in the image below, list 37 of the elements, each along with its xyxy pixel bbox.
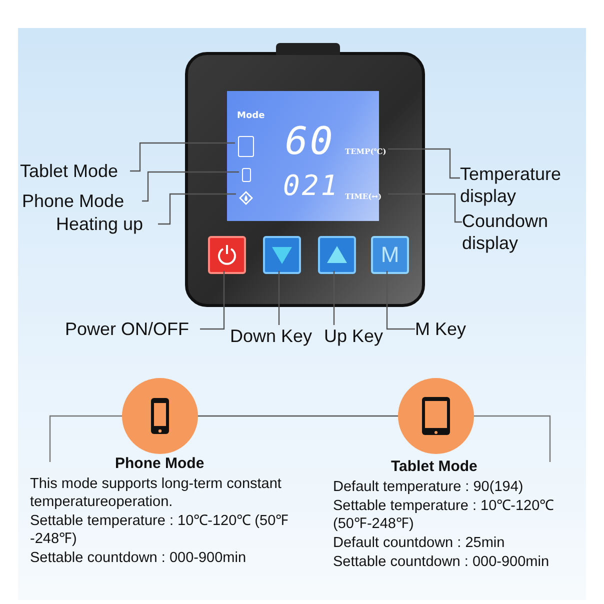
leader-line [142, 171, 239, 202]
up-button [318, 236, 356, 274]
part-label: Phone Mode [22, 190, 142, 212]
leader-line [388, 193, 462, 223]
mode-button: M [371, 236, 409, 274]
temperature-readout: 60 [285, 121, 335, 161]
part-label: Tablet Mode [20, 160, 130, 182]
mode-heading: Tablet Mode [391, 458, 478, 476]
mode-description: Settable countdown : 000-900min [30, 549, 248, 567]
leader-line [388, 148, 460, 179]
part-label: Power ON/OFF [65, 318, 200, 340]
part-label: Heating up [56, 213, 158, 235]
part-label: M Key [415, 318, 477, 340]
leader-line [386, 271, 415, 330]
leader-line [278, 271, 280, 325]
part-label: Down Key [230, 325, 322, 347]
connector-line [198, 415, 398, 417]
tablet-icon [238, 136, 254, 157]
part-label: Up Key [324, 325, 386, 347]
leader-line [158, 193, 236, 225]
part-label: Coundown display [462, 210, 572, 254]
mode-description: This mode supports long-term constant temperatureoperation. [30, 475, 282, 511]
phone-icon [242, 168, 251, 182]
leader-line [333, 271, 335, 325]
time-readout: 021 [283, 171, 340, 201]
mode-heading: Phone Mode [115, 455, 204, 473]
lcd-label: Mode [237, 111, 265, 122]
part-label: Temperature display [460, 163, 585, 207]
mode-description: Settable countdown : 000-900min [333, 553, 550, 571]
leader-line [200, 271, 225, 330]
power-button [208, 236, 246, 274]
mode-description: Default countdown : 25min [333, 534, 506, 552]
mode-description: Settable temperature : 10℃-120℃ (50℉-248℉) [333, 497, 555, 533]
mode-description: Default temperature : 90(194) [333, 478, 524, 496]
leader-line [130, 142, 235, 172]
mode-description: Settable temperature : 10℃-120℃ (50℉ -248℉) [30, 512, 290, 548]
down-button [263, 236, 301, 274]
